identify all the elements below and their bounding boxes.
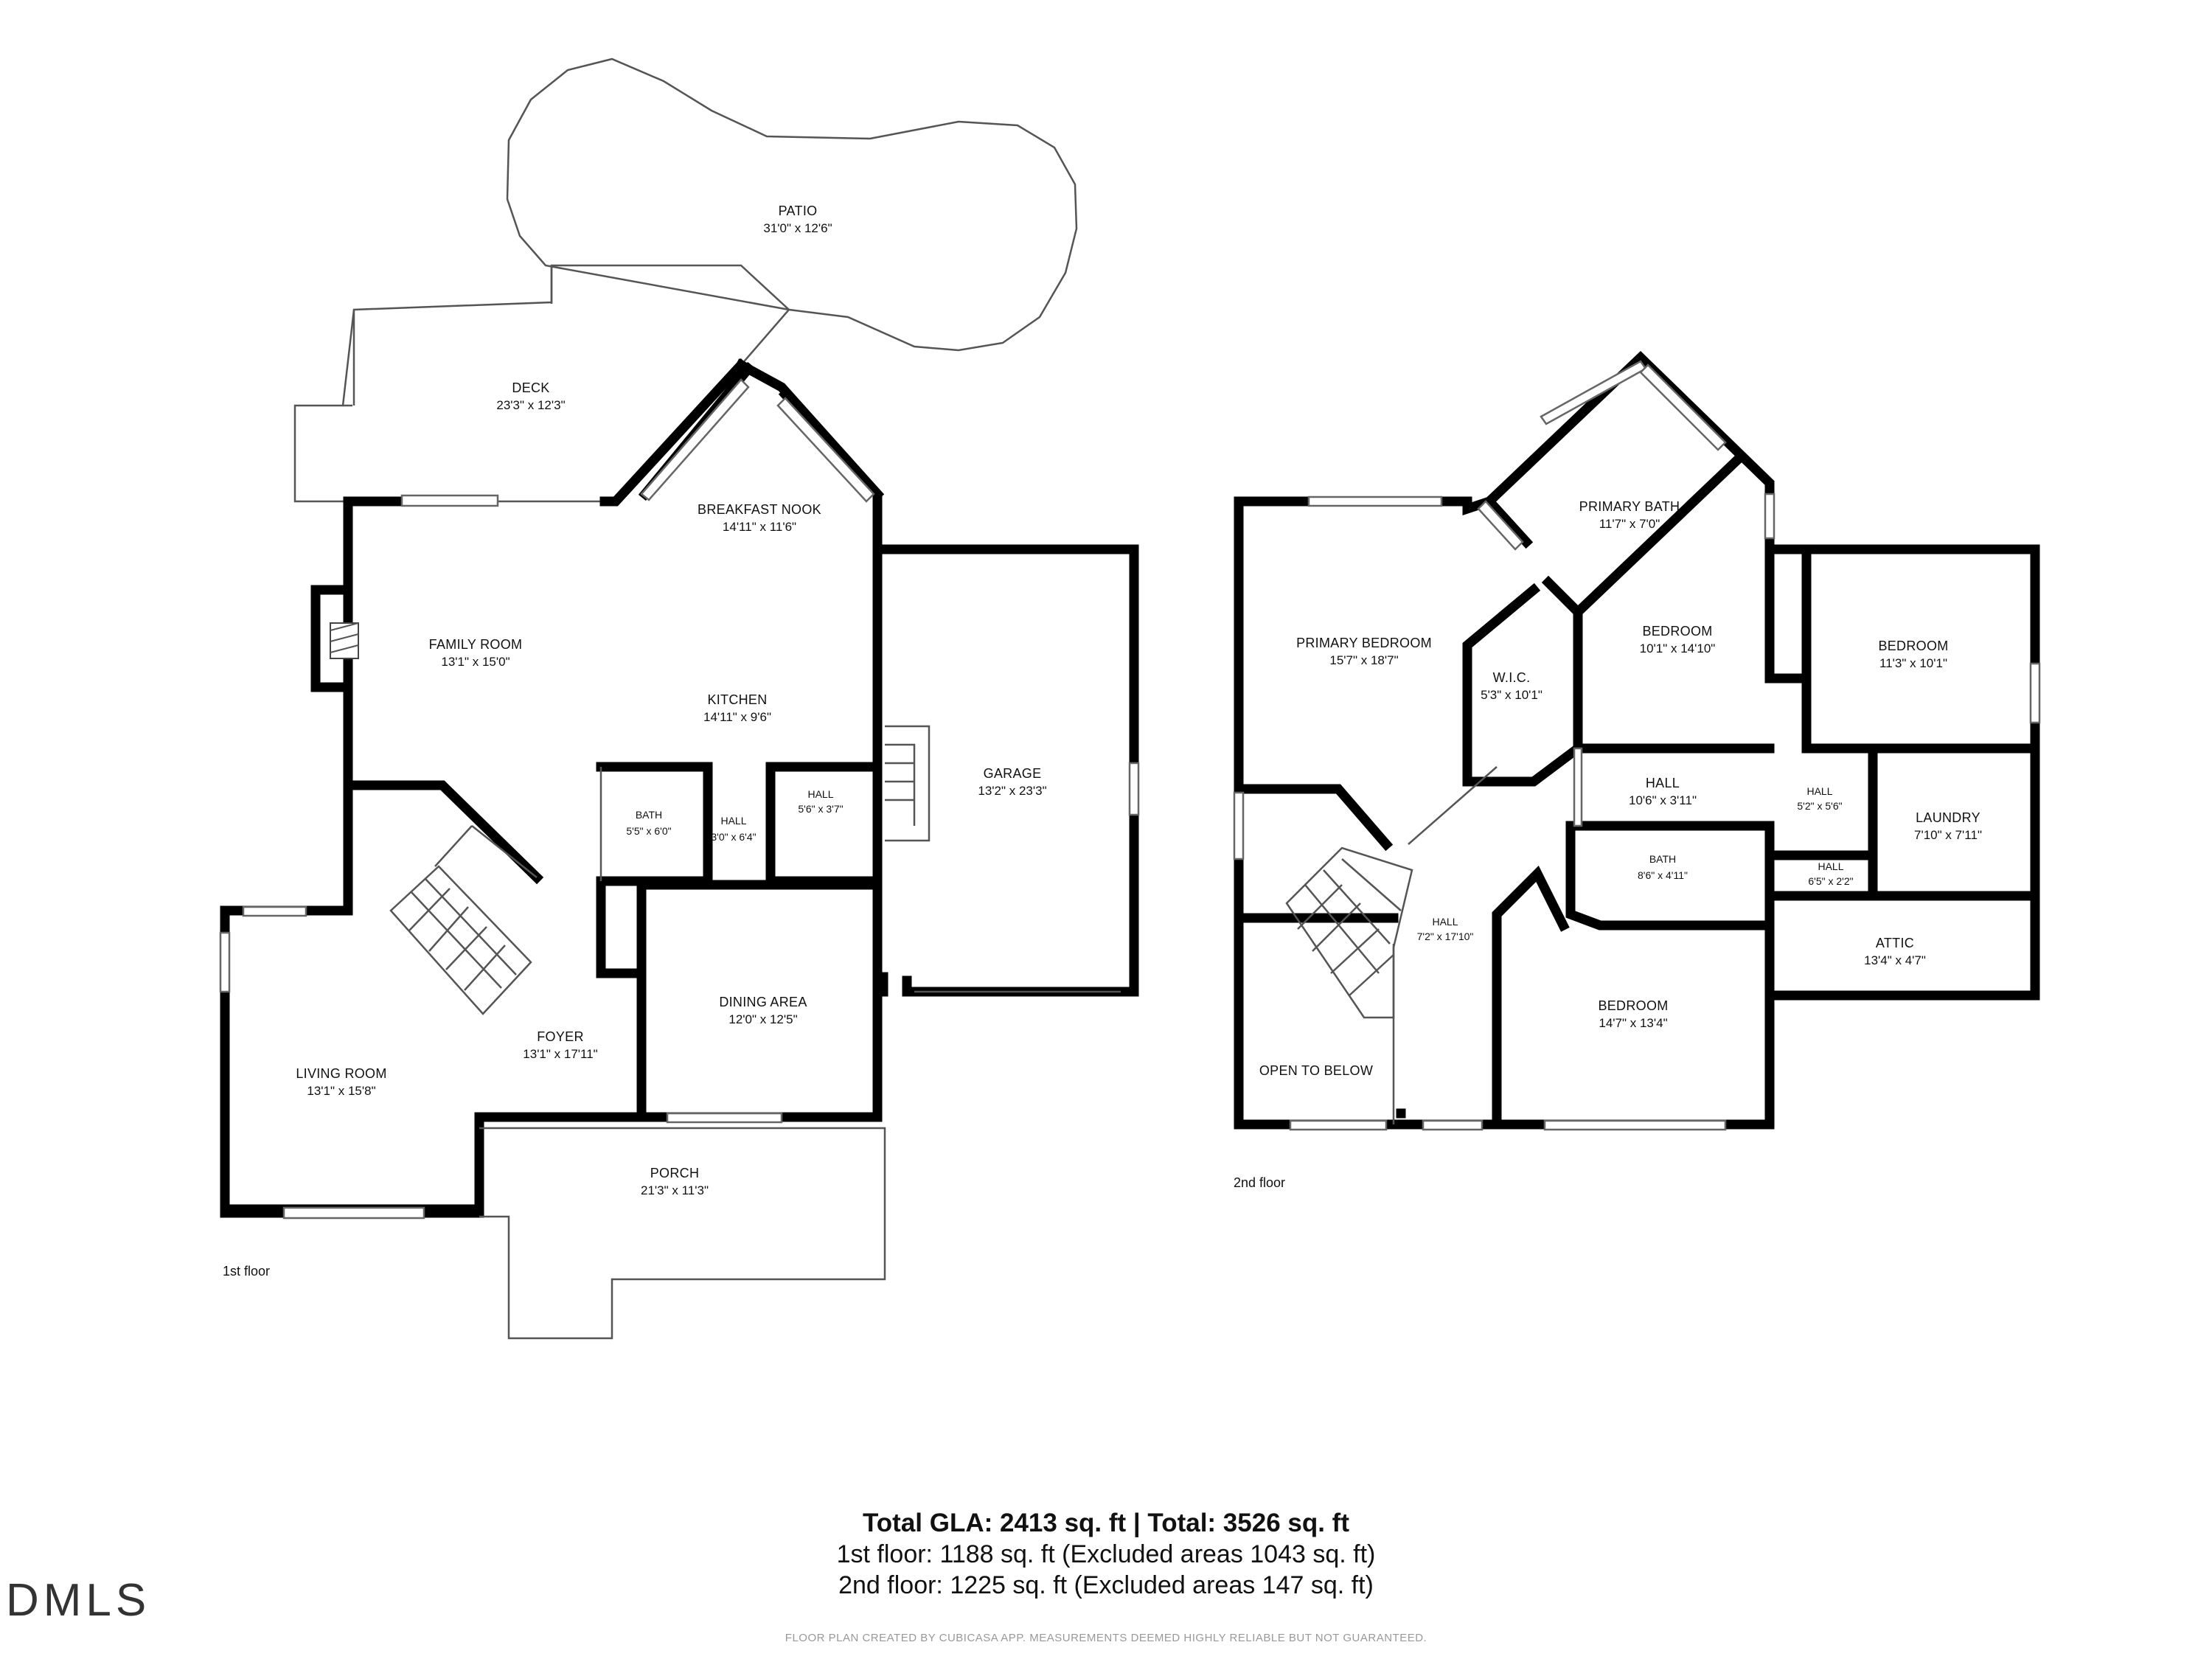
svg-text:BEDROOM: BEDROOM: [1642, 624, 1712, 639]
room-hall-long: HALL 7'2" x 17'10": [1417, 916, 1474, 942]
room-primary-bedroom: PRIMARY BEDROOM 15'7" x 18'7": [1296, 636, 1432, 667]
garage-walls: [872, 544, 1139, 997]
room-deck: DECK 23'3" x 12'3": [496, 380, 565, 412]
room-bath: BATH 5'5" x 6'0": [626, 809, 671, 837]
svg-text:14'11" x 11'6": 14'11" x 11'6": [723, 520, 796, 534]
room-hall-a: HALL 3'0" x 6'4": [711, 815, 756, 843]
svg-text:FAMILY ROOM: FAMILY ROOM: [429, 637, 523, 652]
svg-text:LIVING ROOM: LIVING ROOM: [296, 1066, 386, 1081]
svg-text:PORCH: PORCH: [650, 1166, 700, 1180]
room-patio: PATIO 31'0" x 12'6": [763, 204, 832, 235]
stairs-first-floor: [389, 865, 532, 1015]
svg-text:31'0" x 12'6": 31'0" x 12'6": [763, 221, 832, 235]
room-porch: PORCH 21'3" x 11'3": [641, 1166, 709, 1197]
room-primary-bath: PRIMARY BATH 11'7" x 7'0": [1579, 499, 1680, 531]
room-hall-tiny: HALL 6'5" x 2'2": [1808, 860, 1853, 887]
room-family-room: FAMILY ROOM 13'1" x 15'0": [429, 637, 523, 669]
svg-text:6'5" x 2'2": 6'5" x 2'2": [1808, 875, 1853, 887]
room-bedroom-a: BEDROOM 10'1" x 14'10": [1640, 624, 1716, 655]
svg-text:PRIMARY BEDROOM: PRIMARY BEDROOM: [1296, 636, 1432, 650]
svg-text:LAUNDRY: LAUNDRY: [1916, 810, 1980, 825]
svg-text:HALL: HALL: [1432, 916, 1458, 928]
svg-text:7'2" x 17'10": 7'2" x 17'10": [1417, 931, 1474, 942]
room-hall-main: HALL 10'6" x 3'11": [1629, 776, 1697, 807]
svg-text:5'2" x 5'6": 5'2" x 5'6": [1797, 800, 1842, 812]
svg-text:BREAKFAST NOOK: BREAKFAST NOOK: [698, 502, 821, 517]
svg-text:13'2" x 23'3": 13'2" x 23'3": [978, 784, 1046, 798]
svg-text:12'0" x 12'5": 12'0" x 12'5": [728, 1012, 797, 1026]
svg-text:BEDROOM: BEDROOM: [1598, 998, 1668, 1013]
svg-text:HALL: HALL: [1806, 785, 1832, 797]
svg-text:PATIO: PATIO: [779, 204, 818, 218]
svg-text:ATTIC: ATTIC: [1876, 936, 1914, 950]
room-open-to-below: OPEN TO BELOW: [1259, 1063, 1373, 1078]
main-walls: [220, 358, 883, 1214]
svg-text:23'3" x 12'3": 23'3" x 12'3": [496, 398, 565, 412]
svg-text:FOYER: FOYER: [537, 1029, 584, 1044]
room-attic: ATTIC 13'4" x 4'7": [1864, 936, 1926, 967]
room-hall-small: HALL 5'2" x 5'6": [1797, 785, 1842, 812]
floor2-label: 2nd floor: [1234, 1175, 1285, 1190]
svg-text:13'1" x 15'8": 13'1" x 15'8": [307, 1084, 375, 1098]
room-wic: W.I.C. 5'3" x 10'1": [1481, 670, 1543, 702]
svg-text:3'0" x 6'4": 3'0" x 6'4": [711, 831, 756, 843]
svg-text:GARAGE: GARAGE: [984, 766, 1042, 781]
room-breakfast-nook: BREAKFAST NOOK 14'11" x 11'6": [698, 502, 821, 534]
svg-text:10'6" x 3'11": 10'6" x 3'11": [1629, 793, 1697, 807]
room-hall-b: HALL 5'6" x 3'7": [798, 788, 843, 815]
svg-text:BEDROOM: BEDROOM: [1878, 639, 1948, 653]
room-foyer: FOYER 13'1" x 17'11": [523, 1029, 597, 1061]
room-bedroom-b: BEDROOM 11'3" x 10'1": [1878, 639, 1948, 670]
room-bedroom-c: BEDROOM 14'7" x 13'4": [1598, 998, 1668, 1030]
svg-text:7'10" x 7'11": 7'10" x 7'11": [1914, 828, 1982, 842]
svg-text:HALL: HALL: [1818, 860, 1843, 872]
svg-text:DINING AREA: DINING AREA: [719, 995, 807, 1009]
room-laundry: LAUNDRY 7'10" x 7'11": [1914, 810, 1982, 842]
floor2-area-line: 2nd floor: 1225 sq. ft (Excluded areas 1…: [838, 1571, 1374, 1599]
svg-text:8'6" x 4'11": 8'6" x 4'11": [1638, 869, 1688, 881]
svg-text:OPEN TO BELOW: OPEN TO BELOW: [1259, 1063, 1373, 1078]
room-living-room: LIVING ROOM 13'1" x 15'8": [296, 1066, 386, 1098]
svg-text:HALL: HALL: [1646, 776, 1680, 790]
svg-text:HALL: HALL: [807, 788, 833, 800]
svg-text:5'5" x 6'0": 5'5" x 6'0": [626, 825, 671, 837]
floor1-label: 1st floor: [223, 1264, 270, 1279]
svg-text:10'1" x 14'10": 10'1" x 14'10": [1640, 641, 1716, 655]
svg-text:PRIMARY BATH: PRIMARY BATH: [1579, 499, 1680, 514]
svg-text:11'7" x 7'0": 11'7" x 7'0": [1599, 517, 1660, 531]
area-summary: Total GLA: 2413 sq. ft | Total: 3526 sq.…: [0, 1508, 2212, 1601]
svg-text:DECK: DECK: [512, 380, 549, 395]
room-bath-2: BATH 8'6" x 4'11": [1638, 853, 1688, 881]
floor1-area-line: 1st floor: 1188 sq. ft (Excluded areas 1…: [836, 1540, 1376, 1568]
svg-text:W.I.C.: W.I.C.: [1493, 670, 1531, 685]
patio-outline: [506, 58, 1078, 352]
svg-text:BATH: BATH: [636, 809, 662, 821]
svg-text:15'7" x 18'7": 15'7" x 18'7": [1329, 653, 1398, 667]
disclaimer: FLOOR PLAN CREATED BY CUBICASA APP. MEAS…: [785, 1632, 1427, 1644]
svg-text:14'11" x 9'6": 14'11" x 9'6": [703, 710, 771, 724]
svg-text:21'3" x 11'3": 21'3" x 11'3": [641, 1183, 709, 1197]
svg-text:11'3" x 10'1": 11'3" x 10'1": [1879, 656, 1947, 670]
svg-text:13'4" x 4'7": 13'4" x 4'7": [1864, 953, 1926, 967]
svg-text:14'7" x 13'4": 14'7" x 13'4": [1599, 1016, 1667, 1030]
svg-text:KITCHEN: KITCHEN: [707, 692, 767, 707]
svg-text:BATH: BATH: [1649, 853, 1676, 865]
svg-text:13'1" x 17'11": 13'1" x 17'11": [523, 1047, 597, 1061]
room-dining-area: DINING AREA 12'0" x 12'5": [719, 995, 807, 1026]
porch-outline: [479, 1127, 886, 1340]
svg-text:5'6" x 3'7": 5'6" x 3'7": [798, 803, 843, 815]
second-floor-plan: [1233, 350, 2041, 1131]
svg-text:5'3" x 10'1": 5'3" x 10'1": [1481, 688, 1543, 702]
dmls-logo: DMLS: [6, 1575, 151, 1626]
room-garage: GARAGE 13'2" x 23'3": [978, 766, 1046, 798]
room-kitchen: KITCHEN 14'11" x 9'6": [703, 692, 771, 724]
svg-text:HALL: HALL: [720, 815, 746, 827]
total-area-line: Total GLA: 2413 sq. ft | Total: 3526 sq.…: [863, 1509, 1349, 1537]
second-floor-outer-walls: [1234, 350, 2040, 1130]
first-floor-plan: [219, 58, 1140, 1340]
svg-text:13'1" x 15'0": 13'1" x 15'0": [441, 655, 509, 669]
